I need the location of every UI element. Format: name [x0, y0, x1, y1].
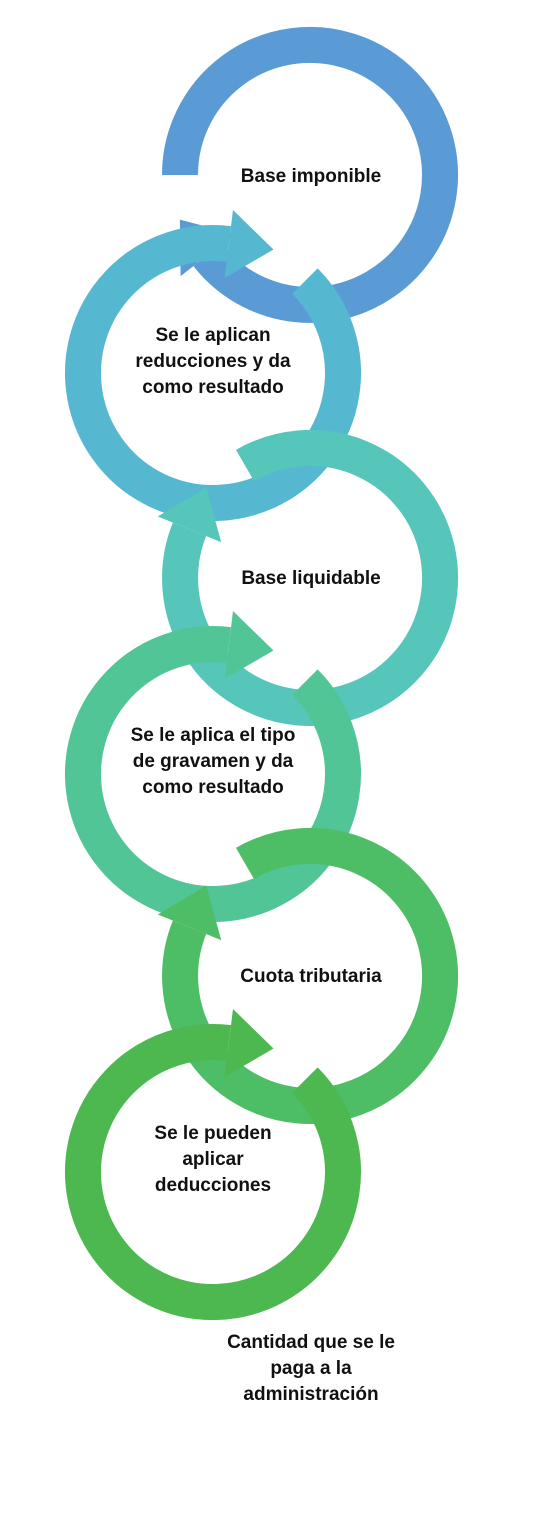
arc-layer: [65, 26, 459, 1321]
label-line: reducciones y da: [135, 351, 291, 372]
arrow-tipo-gravamen: [224, 611, 274, 679]
label-line: paga a la: [270, 1358, 352, 1379]
label-base-liquidable: Base liquidable: [241, 568, 380, 589]
label-layer: Base imponible Se le aplican reducciones y…: [131, 166, 395, 1405]
label-line: como resultado: [142, 777, 283, 798]
label-line: deducciones: [155, 1175, 271, 1196]
label-line: Cuota tributaria: [240, 966, 382, 987]
arrow-base-liquidable: [157, 487, 222, 543]
arc-tipo-gravamen: [65, 626, 361, 923]
label-line: administración: [243, 1384, 378, 1405]
label-line: como resultado: [142, 377, 283, 398]
label-reducciones: Se le aplican reducciones y da como result…: [135, 325, 291, 398]
label-cantidad-final: Cantidad que se le paga a la administració…: [227, 1332, 395, 1405]
label-deducciones: Se le pueden aplicar deducciones: [154, 1123, 271, 1196]
arrow-deducciones: [224, 1009, 274, 1077]
label-base-imponible: Base imponible: [241, 166, 381, 187]
arrow-reducciones: [224, 210, 274, 278]
label-cuota-tributaria: Cuota tributaria: [240, 966, 382, 987]
label-line: Se le pueden: [154, 1123, 271, 1144]
arrow-cuota-tributaria: [157, 885, 222, 941]
label-line: de gravamen y da: [133, 751, 294, 772]
step-reducciones: [65, 210, 361, 522]
label-line: Se le aplican: [155, 325, 270, 346]
label-line: Se le aplica el tipo: [131, 725, 296, 746]
label-line: aplicar: [182, 1149, 244, 1170]
label-tipo-gravamen: Se le aplica el tipo de gravamen y da como…: [131, 725, 296, 798]
arc-deducciones: [65, 1024, 361, 1321]
step-tipo-gravamen: [65, 611, 361, 923]
label-line: Base liquidable: [241, 568, 380, 589]
label-line: Base imponible: [241, 166, 381, 187]
arc-reducciones: [65, 225, 361, 522]
label-line: Cantidad que se le: [227, 1332, 395, 1353]
step-deducciones: [65, 1009, 361, 1321]
